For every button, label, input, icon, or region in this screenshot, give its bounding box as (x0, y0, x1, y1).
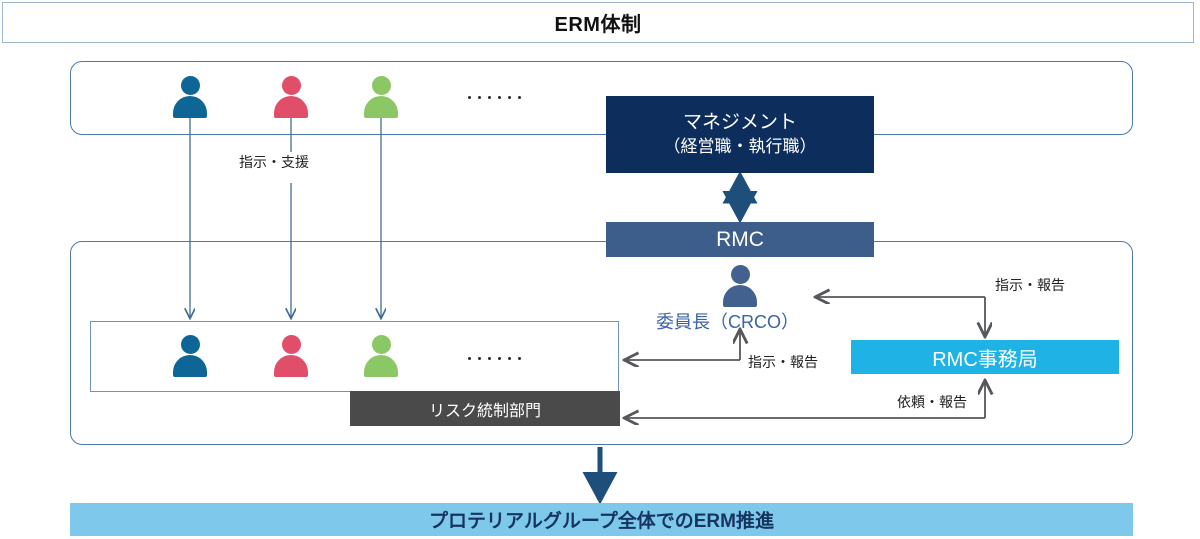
top-group-panel (70, 61, 1133, 135)
bottom-person-1 (170, 335, 210, 377)
risk-department-box[interactable]: リスク統制部門 (350, 391, 620, 426)
management-line1: マネジメント (682, 112, 797, 134)
risk-department-label: リスク統制部門 (428, 402, 541, 420)
page-title-bar: ERM体制 (2, 2, 1194, 43)
top-person-1 (170, 76, 210, 118)
chair-label: 委員長（CRCO） (656, 312, 799, 332)
chair-person (720, 265, 760, 307)
bottom-person-3 (361, 335, 401, 377)
bottom-banner-label: プロテリアルグループ全体でのERM推進 (429, 511, 774, 532)
management-box[interactable]: マネジメント （経営職・執行職） (606, 96, 874, 173)
bottom-person-2 (271, 335, 311, 377)
management-line2: （経営職・執行職） (663, 136, 817, 156)
person-icon (361, 335, 401, 377)
bottom-people-box (90, 321, 619, 392)
person-icon (170, 76, 210, 118)
page-title: ERM体制 (554, 14, 642, 36)
rmc-label: RMC (716, 227, 764, 251)
top-person-2 (271, 76, 311, 118)
person-icon (271, 76, 311, 118)
edge-label-instruct-report-top: 指示・報告 (992, 275, 1068, 295)
person-icon (170, 335, 210, 377)
person-icon (271, 335, 311, 377)
top-person-3 (361, 76, 401, 118)
bottom-banner: プロテリアルグループ全体でのERM推進 (70, 503, 1133, 536)
top-group-ellipsis (468, 96, 521, 99)
rmc-box[interactable]: RMC (606, 222, 874, 257)
bottom-group-ellipsis (468, 357, 521, 360)
person-icon (361, 76, 401, 118)
edge-label-instruct-support: 指示・支援 (236, 152, 312, 172)
edge-label-request-report: 依頼・報告 (894, 392, 970, 412)
person-icon (720, 265, 760, 307)
secretariat-label: RMC事務局 (932, 348, 1038, 371)
secretariat-box[interactable]: RMC事務局 (851, 340, 1119, 374)
edge-label-instruct-report-mid: 指示・報告 (745, 352, 821, 372)
